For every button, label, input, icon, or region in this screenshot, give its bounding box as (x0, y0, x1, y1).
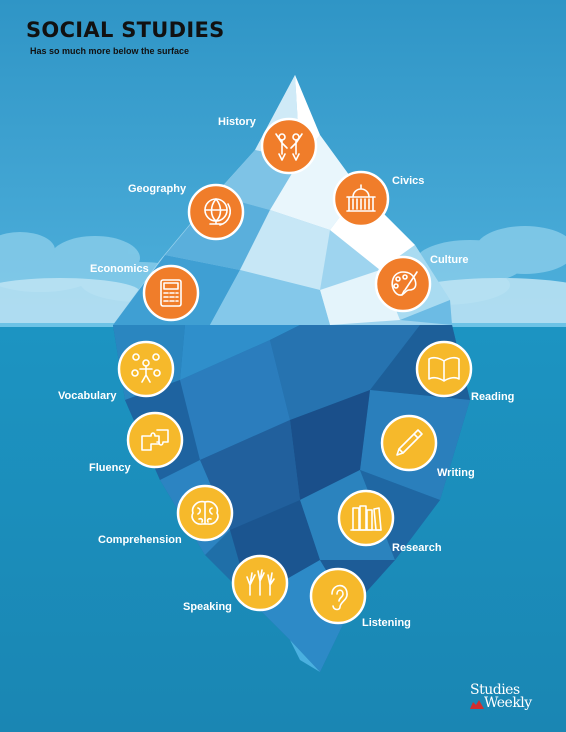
above-badge-civics (332, 170, 390, 228)
calculator-icon (160, 279, 182, 307)
label-writing: Writing (437, 467, 475, 479)
above-surface-badges (142, 117, 432, 322)
above-badge-history (260, 117, 318, 175)
globe-icon (204, 198, 231, 226)
below-badge-listening (309, 567, 367, 625)
raised-hands-icon (246, 569, 275, 596)
below-badge-vocabulary (117, 340, 175, 398)
label-reading: Reading (471, 391, 515, 403)
pencil-icon (396, 429, 423, 456)
page-title: SOCIAL STUDIES (26, 18, 225, 42)
below-badge-comprehension (176, 484, 234, 542)
below-badge-fluency (126, 411, 184, 469)
above-badge-culture (374, 255, 432, 313)
above-badge-economics (142, 264, 200, 322)
below-surface-badges (117, 340, 473, 625)
label-research: Research (392, 542, 442, 554)
badge-circle (260, 117, 318, 175)
label-history: History (218, 116, 256, 128)
label-speaking: Speaking (183, 601, 232, 613)
paint-palette-icon (391, 271, 418, 296)
people-raising-hands-icon (275, 133, 303, 161)
label-vocabulary: Vocabulary (58, 390, 117, 402)
above-badge-geography (187, 183, 245, 241)
logo-mark-icon (470, 700, 484, 709)
label-comprehension: Comprehension (98, 534, 182, 546)
brain-icon (191, 500, 219, 525)
below-badge-reading (415, 340, 473, 398)
label-fluency: Fluency (89, 462, 131, 474)
label-civics: Civics (392, 175, 425, 187)
books-icon (350, 505, 382, 531)
label-listening: Listening (362, 617, 411, 629)
open-book-icon (428, 356, 460, 382)
badge-circle (374, 255, 432, 313)
page-subtitle: Has so much more below the surface (30, 46, 190, 56)
logo-line-2: Weekly (484, 695, 532, 711)
badge-circle (126, 411, 184, 469)
below-badge-writing (380, 414, 438, 472)
capitol-building-icon (346, 184, 376, 212)
puzzle-pieces-icon (141, 429, 169, 451)
label-geography: Geography (128, 183, 187, 195)
badge-circle (380, 414, 438, 472)
badge-circle (309, 567, 367, 625)
label-economics: Economics (90, 263, 149, 275)
badge-circle (187, 183, 245, 241)
below-badge-speaking (231, 554, 289, 612)
figure-with-ideas-icon (131, 353, 161, 383)
logo-line-1: Studies (470, 682, 520, 698)
ear-icon (331, 584, 348, 611)
below-badge-research (337, 489, 395, 547)
label-culture: Culture (430, 254, 469, 266)
studies-weekly-logo: Studies Weekly (470, 682, 542, 712)
